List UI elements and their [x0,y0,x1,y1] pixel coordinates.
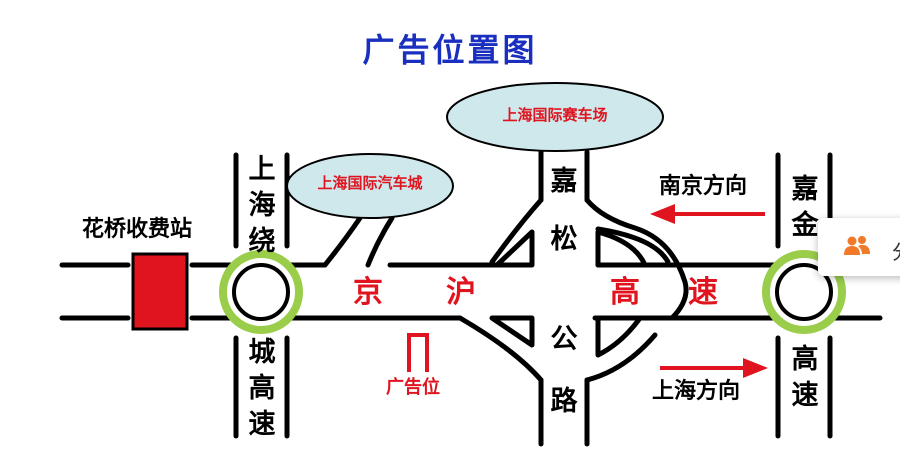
bubble-circuit [446,82,664,152]
center-road-label-1: 嘉 [550,166,578,197]
arrow-nanjing [650,204,765,224]
car-city-link-1 [322,215,363,268]
popup-text: 分 [892,236,900,265]
inner-tri-lr [595,315,643,358]
left-road-bottom-label: 城高速 [248,337,276,440]
people-icon [844,236,870,255]
car-city-label: 上海国际汽车城 [317,174,423,192]
inner-tri-ul [494,229,535,268]
right-road-top-label: 嘉金 [791,174,819,241]
circuit-label: 上海国际赛车场 [502,106,608,124]
roundabout-left [219,250,303,334]
map-title: 广告位置图 [362,31,538,69]
highway-char-gao: 高 [610,275,640,310]
highway-char-hu: 沪 [446,275,476,310]
highway-char-jing: 京 [353,275,383,310]
ramp-bottom-left [457,315,544,383]
inner-tri-ll [489,315,535,348]
left-road-top-label: 上海绕 [248,154,276,257]
share-popup[interactable]: 分 [818,218,900,276]
ramp-top-right [584,197,689,321]
ad-position-marker [407,333,429,372]
ad-position-label: 广告位 [386,377,440,398]
bubble-car-city [286,153,454,219]
toll-station-label: 花桥收费站 [82,217,193,242]
arrow-shanghai [660,358,768,378]
car-city-link-2 [365,215,395,268]
ramp-bottom-right [584,332,658,383]
center-road-label-2: 松 [550,224,578,255]
center-road-label-4: 路 [550,386,578,417]
shanghai-direction-label: 上海方向 [652,379,741,404]
ramp-top-left [489,197,544,265]
inner-tri-ur [595,229,648,268]
toll-station-marker [131,252,189,331]
nanjing-direction-label: 南京方向 [659,174,748,199]
ramp-top-loop [595,226,671,265]
right-road-bottom-label: 高速 [791,344,819,411]
highway-char-su: 速 [688,275,718,310]
center-road-label-3: 公 [550,324,578,355]
